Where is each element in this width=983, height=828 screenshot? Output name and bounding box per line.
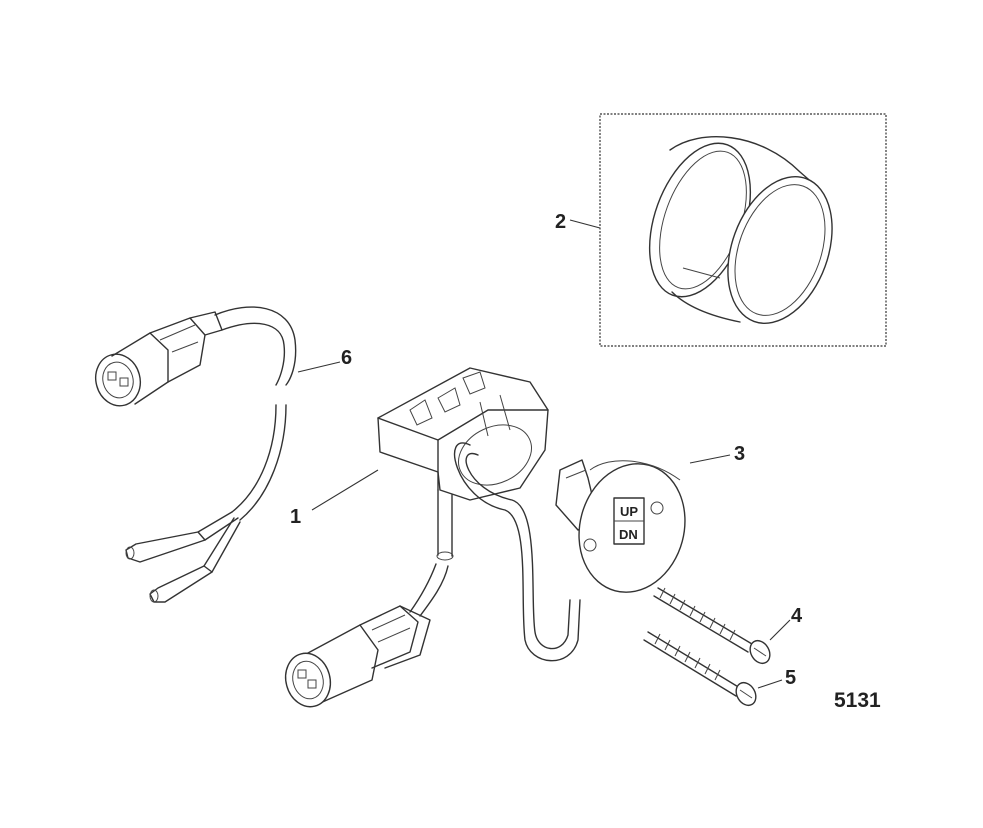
callout-6: 6: [341, 347, 352, 369]
callout-4: 4: [791, 605, 803, 627]
callout-1: 1: [290, 506, 301, 528]
callout-2: 2: [555, 211, 566, 233]
part-4-screw: [653, 587, 771, 665]
leader-1: [311, 469, 379, 511]
part-1-sender: [284, 367, 581, 708]
part-6-connector: [95, 311, 223, 407]
part-6-harness: [95, 306, 297, 603]
callout-3: 3: [734, 443, 745, 465]
leader-3: [689, 454, 731, 464]
part-5-screw: [643, 631, 757, 707]
switch-label-up: UP: [620, 504, 638, 519]
part-2-cap: [648, 136, 833, 324]
callout-5: 5: [785, 667, 796, 689]
leader-4: [769, 619, 791, 641]
leader-6: [297, 361, 341, 373]
leader-5: [757, 679, 783, 689]
part-3-switch: UP DN: [555, 459, 686, 593]
leader-2: [569, 219, 601, 229]
figure-number: 5131: [834, 689, 881, 712]
part-2-cap-group: [599, 113, 887, 347]
part-1-connector: [284, 605, 431, 708]
switch-label-dn: DN: [619, 527, 638, 542]
